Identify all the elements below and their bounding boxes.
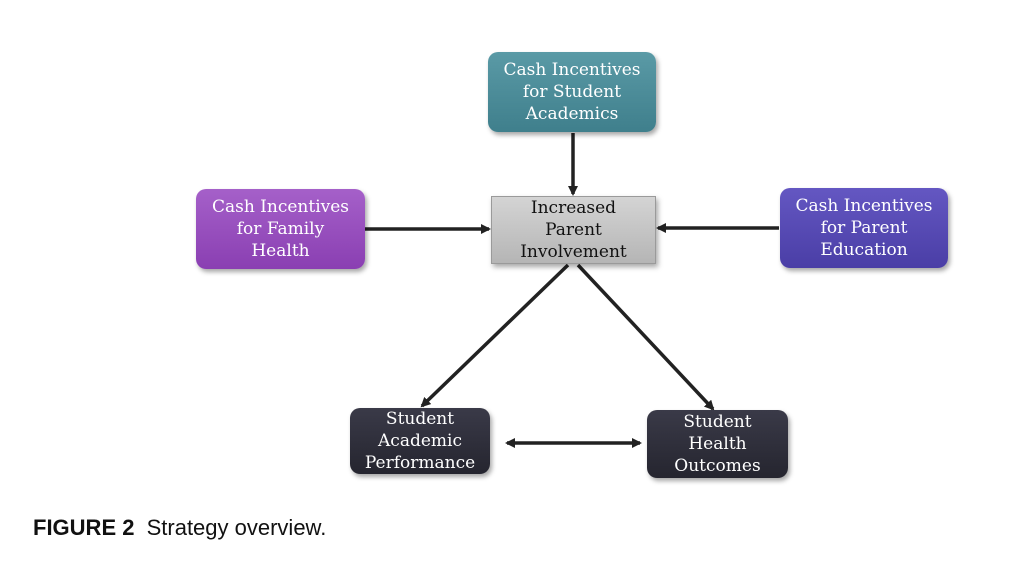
node-student-academic-performance: Student Academic Performance bbox=[350, 408, 490, 474]
node-student-health-outcomes: Student Health Outcomes bbox=[647, 410, 788, 478]
edge-involvement-to-academic-performance bbox=[420, 263, 570, 408]
node-cash-incentives-parent-education: Cash Incentives for Parent Education bbox=[780, 188, 948, 268]
node-cash-incentives-student-academics: Cash Incentives for Student Academics bbox=[488, 52, 656, 132]
figure-caption-text: Strategy overview. bbox=[146, 515, 327, 540]
figure-label: FIGURE 2 bbox=[33, 515, 135, 540]
edge-involvement-to-health-outcomes bbox=[576, 263, 715, 411]
node-increased-parent-involvement: Increased Parent Involvement bbox=[491, 196, 656, 264]
figure-caption: FIGURE 2 Strategy overview. bbox=[33, 515, 326, 541]
node-cash-incentives-family-health: Cash Incentives for Family Health bbox=[196, 189, 365, 269]
